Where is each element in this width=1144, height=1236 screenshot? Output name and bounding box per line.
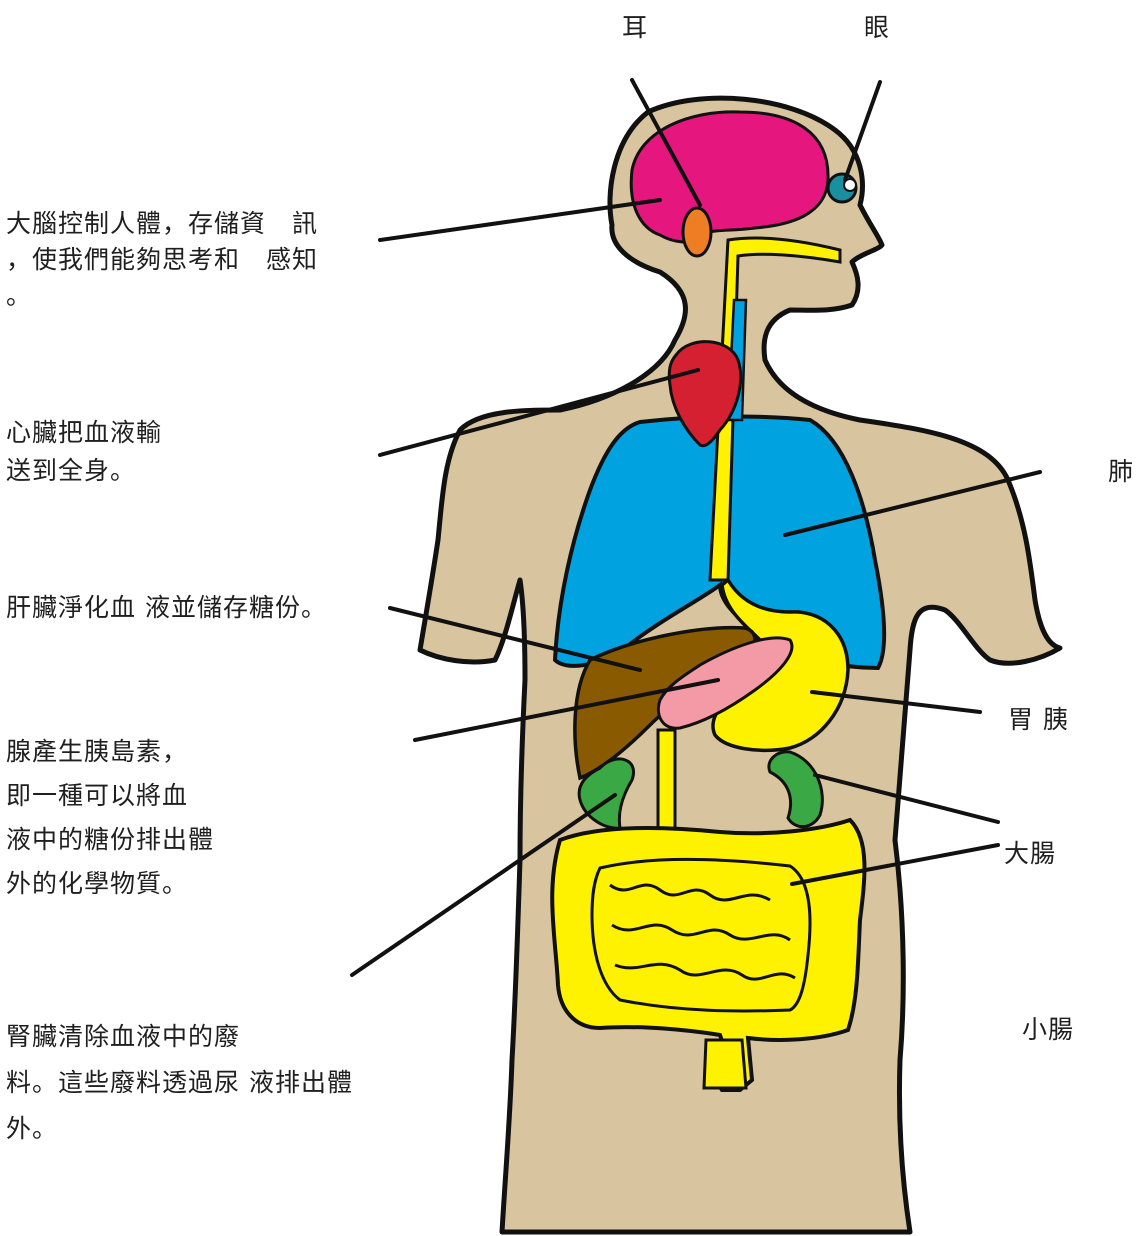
desc-pancreas-line-1: 腺產生胰島素，: [6, 730, 214, 774]
desc-kidney-line-3: 外。: [6, 1106, 353, 1152]
desc-pancreas-line-2: 即一種可以將血: [6, 774, 214, 818]
desc-brain-line-2: ，使我們能夠思考和 感知: [6, 242, 318, 278]
label-small-intestine: 小腸: [1022, 1012, 1074, 1048]
desc-heart-line-2: 送到全身。: [6, 452, 162, 490]
rectum: [704, 1040, 746, 1088]
label-large-intestine: 大腸: [1004, 836, 1056, 872]
desc-brain: 大腦控制人體，存儲資 訊 ，使我們能夠思考和 感知 。: [6, 206, 318, 314]
line-eye: [845, 82, 880, 180]
desc-heart: 心臟把血液輸 送到全身。: [6, 414, 162, 490]
label-ear: 耳: [622, 10, 648, 46]
desc-brain-line-3: 。: [6, 278, 318, 314]
desc-liver-line-1: 肝臟淨化血 液並儲存糖份。: [6, 590, 327, 626]
desc-pancreas-line-3: 液中的糖份排出體: [6, 818, 214, 862]
aorta-tube: [658, 730, 675, 830]
desc-brain-line-1: 大腦控制人體，存儲資 訊: [6, 206, 318, 242]
label-eye: 眼: [864, 10, 890, 46]
desc-kidney: 腎臟清除血液中的廢 料。這些廢料透過尿 液排出體 外。: [6, 1014, 353, 1152]
label-stomach-pancreas: 胃 胰: [1008, 702, 1069, 738]
desc-kidney-line-2: 料。這些廢料透過尿 液排出體: [6, 1060, 353, 1106]
desc-heart-line-1: 心臟把血液輸: [6, 414, 162, 452]
label-lung: 肺: [1108, 454, 1134, 490]
desc-pancreas-line-4: 外的化學物質。: [6, 862, 214, 906]
desc-kidney-line-1: 腎臟清除血液中的廢: [6, 1014, 353, 1060]
desc-pancreas: 腺產生胰島素， 即一種可以將血 液中的糖份排出體 外的化學物質。: [6, 730, 214, 906]
ear: [683, 208, 711, 256]
desc-liver: 肝臟淨化血 液並儲存糖份。: [6, 590, 327, 626]
